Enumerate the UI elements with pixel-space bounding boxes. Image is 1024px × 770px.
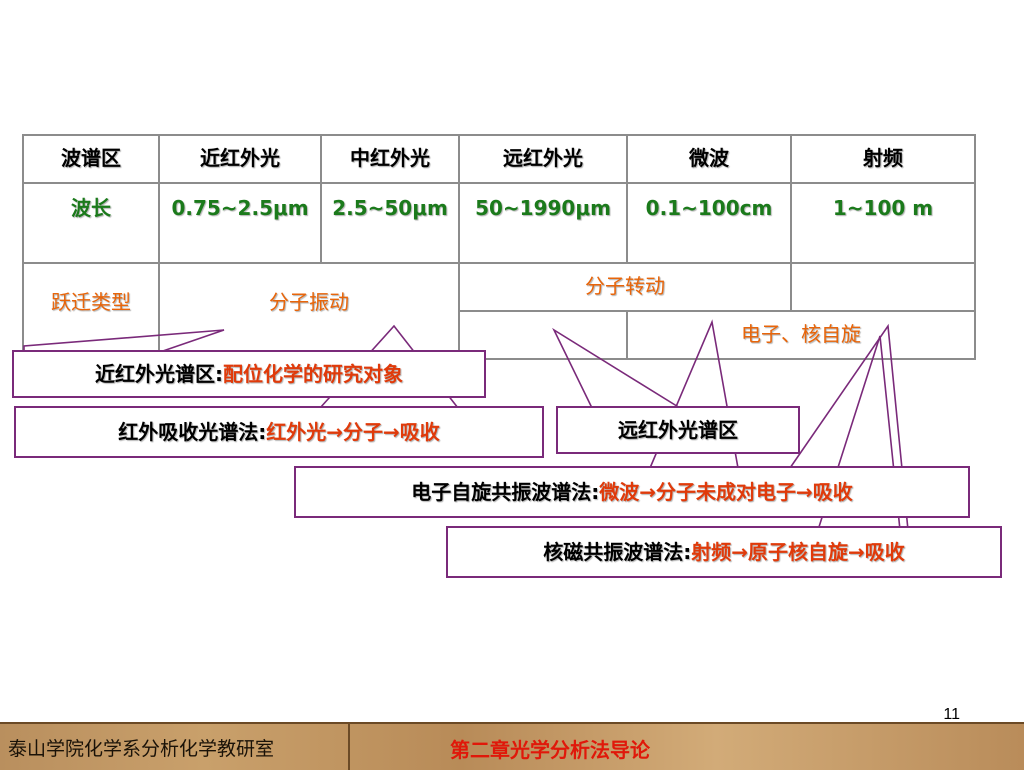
table-rule	[626, 310, 628, 360]
callout-ir-prefix: 红外吸收光谱法:	[118, 420, 267, 444]
table-rule	[790, 134, 792, 310]
electron-nuclear-spin: 电子、核自旋	[741, 322, 861, 346]
table-rule	[458, 310, 976, 312]
table-rule	[22, 262, 976, 264]
table-border-right	[974, 134, 976, 360]
footer-department: 泰山学院化学系分析化学教研室	[8, 738, 275, 760]
table-border-top	[22, 134, 976, 136]
callout-fir: 远红外光谱区	[556, 406, 800, 454]
callout-nmr-prefix: 核磁共振波谱法:	[543, 540, 692, 564]
wavelength-label: 波长	[71, 196, 111, 220]
callout-nir-highlight: 配位化学的研究对象	[223, 362, 403, 386]
spectrum-table: 波谱区 近红外光 中红外光 远红外光 微波 射频 波长 0.75~2.5μm 2…	[22, 134, 976, 360]
callout-esr-prefix: 电子自旋共振波谱法:	[411, 480, 600, 504]
table-rule	[320, 134, 322, 262]
footer-chapter-title: 第二章光学分析法导论	[450, 738, 650, 762]
table-rule	[158, 134, 160, 360]
footer-bar: 泰山学院化学系分析化学教研室 第二章光学分析法导论	[0, 722, 1024, 770]
header-cell: 波谱区	[61, 146, 121, 170]
wavelength-nir: 0.75~2.5μm	[171, 196, 309, 220]
callout-ir-highlight: 红外光→分子→吸收	[266, 420, 440, 444]
molecular-vibration: 分子振动	[269, 290, 349, 314]
wavelength-rf: 1~100 m	[832, 196, 934, 220]
header-cell: 近红外光	[200, 146, 280, 170]
table-rule	[22, 182, 976, 184]
header-cell: 微波	[689, 146, 729, 170]
callout-nir-prefix: 近红外光谱区:	[95, 362, 223, 386]
wavelength-microwave: 0.1~100cm	[645, 196, 773, 220]
table-rule	[626, 134, 628, 262]
header-cell: 射频	[863, 146, 903, 170]
transition-label: 跃迁类型	[51, 290, 131, 314]
callout-esr: 电子自旋共振波谱法:微波→分子未成对电子→吸收	[294, 466, 970, 518]
footer-divider	[348, 724, 350, 770]
wavelength-mir: 2.5~50μm	[332, 196, 448, 220]
callout-nmr: 核磁共振波谱法:射频→原子核自旋→吸收	[446, 526, 1002, 578]
callout-ir: 红外吸收光谱法:红外光→分子→吸收	[14, 406, 544, 458]
table-border-bottom	[22, 358, 976, 360]
header-cell: 中红外光	[350, 146, 430, 170]
header-cell: 远红外光	[503, 146, 583, 170]
callout-esr-highlight: 微波→分子未成对电子→吸收	[599, 480, 853, 504]
molecular-rotation: 分子转动	[585, 274, 665, 298]
table-rule	[458, 134, 460, 360]
callout-nir: 近红外光谱区:配位化学的研究对象	[12, 350, 486, 398]
wavelength-fir: 50~1990μm	[475, 196, 611, 220]
callout-nmr-highlight: 射频→原子核自旋→吸收	[691, 540, 905, 564]
table-border-left	[22, 134, 24, 360]
page-number: 11	[943, 706, 960, 723]
callout-fir-text: 远红外光谱区	[618, 418, 738, 442]
